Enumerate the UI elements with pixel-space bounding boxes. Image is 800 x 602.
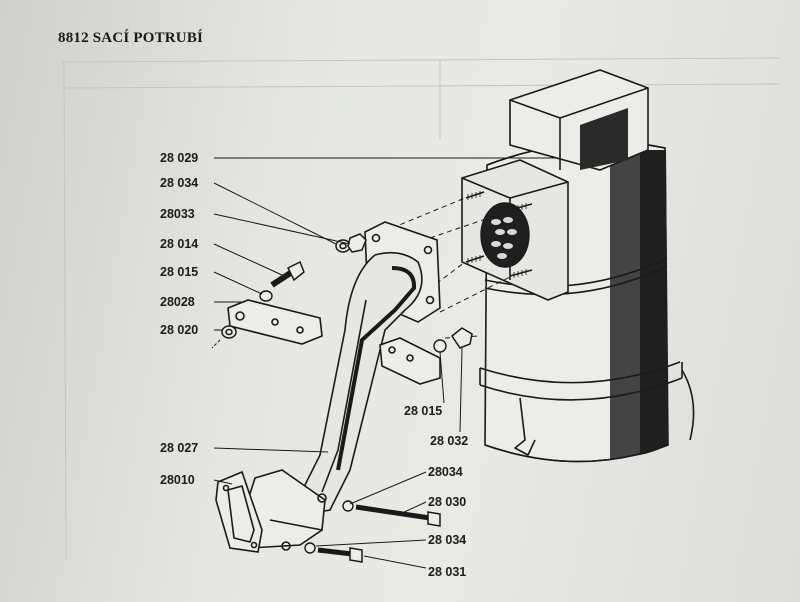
part-label-28020: 28 020 — [160, 323, 198, 337]
gasket-drawing — [215, 470, 263, 553]
hardware-drawing — [259, 233, 473, 563]
leader-lines — [213, 157, 555, 569]
part-label-28030: 28 030 — [428, 495, 466, 509]
part-label-28027: 28 027 — [160, 441, 198, 455]
part-label-28034-a: 28 034 — [160, 176, 198, 190]
leader-28027 — [213, 447, 329, 453]
part-label-28032: 28 032 — [430, 434, 468, 448]
leader-28014 — [213, 243, 283, 276]
leader-28030 — [399, 501, 427, 515]
part-label-28014: 28 014 — [160, 237, 198, 251]
part-label-28034-b: 28034 — [428, 465, 463, 479]
part-labels: 28 029 28 034 28033 28 014 28 015 28028 … — [160, 151, 468, 579]
bracket-2-drawing — [379, 337, 441, 385]
intake-pipe-drawing — [247, 221, 441, 551]
part-label-28010: 28010 — [160, 473, 195, 487]
part-label-28033: 28033 — [160, 207, 195, 221]
air-filter-housing-drawing — [461, 69, 695, 463]
leader-28032 — [459, 347, 463, 433]
bracket-drawing — [227, 299, 323, 345]
leader-28010 — [213, 479, 233, 485]
part-label-28034-c: 28 034 — [428, 533, 466, 547]
part-label-28028: 28028 — [160, 295, 195, 309]
page-title: 8812 SACÍ POTRUBÍ — [58, 30, 204, 46]
leader-28034-c — [315, 539, 427, 547]
nut-28020-drawing — [211, 325, 237, 349]
leader-28015-b — [439, 351, 445, 404]
leader-28033 — [213, 213, 351, 245]
part-label-28015-b: 28 015 — [404, 404, 442, 418]
part-label-28015-a: 28 015 — [160, 265, 198, 279]
leader-28015-a — [213, 271, 263, 295]
leader-28034-a — [213, 182, 337, 245]
part-label-28029: 28 029 — [160, 151, 198, 165]
part-label-28031: 28 031 — [428, 565, 466, 579]
leader-28031 — [363, 555, 427, 569]
bleed-through-rules — [61, 57, 781, 561]
leader-28034-b — [349, 471, 427, 505]
